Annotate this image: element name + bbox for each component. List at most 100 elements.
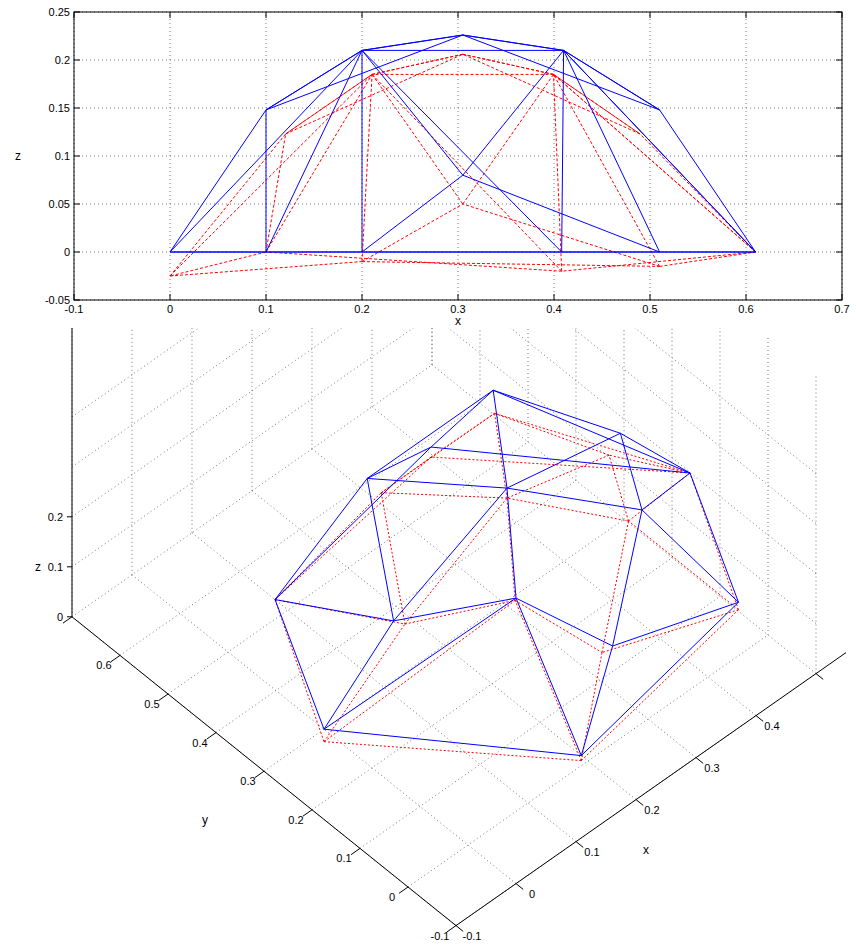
member-line: [275, 478, 367, 599]
tick-label: -0.1: [65, 303, 84, 316]
tick-label: 0: [64, 246, 70, 259]
grid-line: [132, 328, 133, 575]
member-line: [642, 473, 690, 510]
tick-label: 0.6: [96, 659, 111, 672]
member-line: [367, 390, 493, 478]
member-line: [507, 488, 516, 598]
member-line: [362, 252, 660, 253]
deformed-member: [554, 74, 660, 266]
member-line: [362, 50, 363, 252]
tick-mark: [650, 12, 651, 18]
tick-label: 0.4: [546, 303, 561, 316]
axis-label: z: [35, 560, 41, 573]
tick-mark: [836, 60, 842, 61]
grid-line: [480, 328, 481, 403]
tick-mark: [458, 12, 459, 18]
grid-line: [72, 328, 73, 617]
grid-line: [74, 252, 842, 253]
grid-line: [252, 328, 253, 491]
tick-mark: [650, 294, 651, 300]
grid-line: [408, 635, 768, 887]
member-line: [620, 433, 690, 473]
member-line: [431, 390, 493, 447]
grid-line: [72, 617, 456, 926]
deformed-member: [629, 473, 691, 521]
grid-line: [132, 575, 516, 884]
deformed-member: [266, 134, 286, 252]
grid-line: [192, 533, 576, 842]
tick-mark: [554, 12, 555, 18]
deformed-member: [581, 610, 738, 761]
grid-line: [74, 204, 842, 205]
deformed-member: [266, 252, 562, 271]
member-line: [493, 390, 507, 488]
tick-mark: [362, 294, 363, 300]
tick-label: 0.6: [738, 303, 753, 316]
tick-label: 0.05: [49, 198, 70, 211]
deformed-member: [431, 457, 690, 473]
axis-line: [636, 800, 643, 806]
member-line: [507, 488, 642, 510]
axis-line: [67, 516, 72, 517]
tick-label: 0.5: [642, 303, 657, 316]
deformed-member: [275, 600, 405, 624]
deformed-member: [463, 74, 554, 204]
tick-mark: [458, 294, 459, 300]
tick-label: 0.25: [49, 6, 70, 19]
deformed-member: [495, 413, 690, 473]
deformed-member: [372, 74, 553, 75]
deformed-member: [554, 74, 640, 134]
member-line: [564, 50, 756, 252]
axis-line: [111, 655, 120, 661]
member-line: [463, 50, 564, 175]
tick-mark: [836, 252, 842, 253]
tick-label: 0: [167, 303, 173, 316]
axis-line: [72, 328, 73, 617]
grid-line: [74, 108, 842, 109]
grid-line: [624, 328, 625, 519]
member-line: [275, 447, 431, 600]
deformed-member: [405, 498, 507, 624]
axis-label: z: [15, 150, 21, 163]
deformed-member: [554, 74, 640, 134]
tick-mark: [266, 12, 267, 18]
member-line: [516, 598, 613, 646]
grid-line: [432, 328, 816, 524]
deformed-member: [266, 74, 372, 252]
deformed-member: [170, 252, 266, 276]
axis-label: y: [202, 814, 208, 827]
grid-line: [362, 12, 363, 300]
grid-line: [266, 12, 267, 300]
tick-mark: [836, 204, 842, 205]
axis-line: [255, 771, 264, 777]
deformed-member: [286, 74, 372, 134]
member-line: [362, 50, 562, 252]
tick-mark: [74, 204, 80, 205]
grid-line: [252, 491, 636, 800]
axis-line: [72, 617, 456, 926]
grid-line: [432, 328, 433, 365]
deformed-member: [495, 413, 507, 498]
deformed-member: [690, 473, 738, 610]
member-line: [581, 646, 612, 756]
member-line: [660, 110, 756, 252]
member-line: [362, 50, 564, 51]
tick-mark: [170, 12, 171, 18]
tick-label: 0.3: [240, 775, 255, 788]
axis-line: [63, 617, 72, 623]
tick-mark: [746, 294, 747, 300]
tick-label: -0.1: [431, 929, 450, 942]
member-line: [613, 510, 642, 646]
grid-line: [168, 442, 528, 694]
member-line: [266, 35, 463, 110]
tick-mark: [746, 12, 747, 18]
deformed-member: [609, 455, 690, 473]
grid-line: [576, 328, 577, 481]
deformed-member: [602, 610, 738, 653]
axis-line: [303, 810, 312, 816]
deformed-member: [170, 74, 372, 276]
tick-label: 0.4: [764, 719, 779, 732]
deformed-member: [381, 493, 405, 624]
grid-line: [372, 328, 373, 407]
tick-label: 0: [389, 891, 395, 904]
